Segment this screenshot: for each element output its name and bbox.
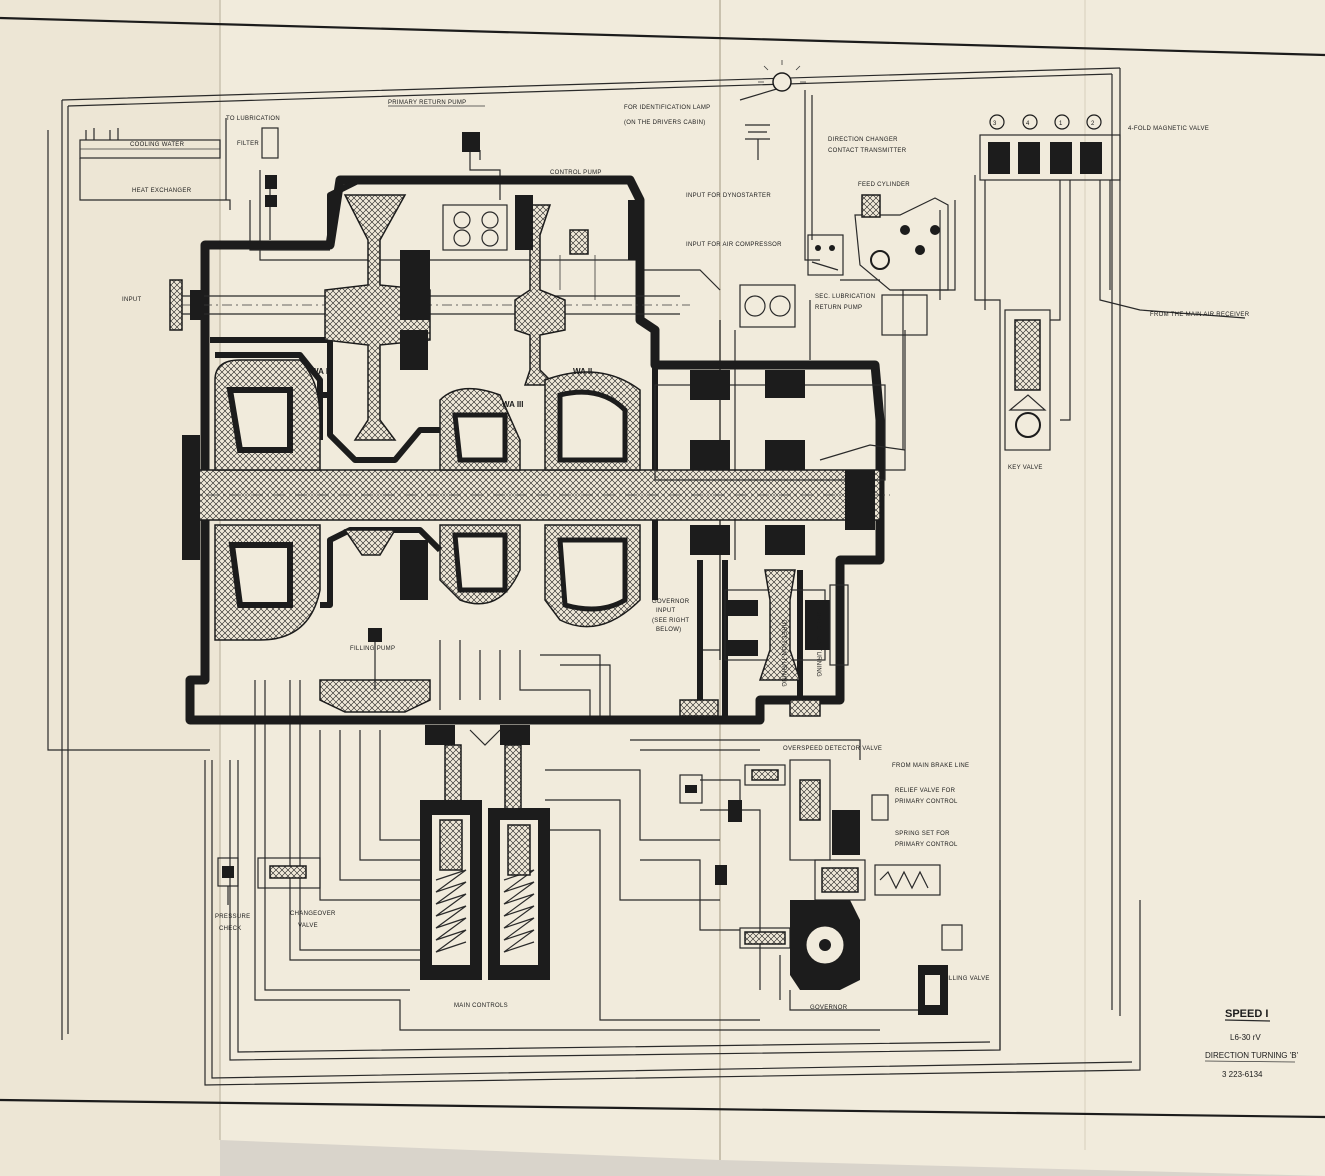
label-contact-transmitter: CONTACT TRANSMITTER	[828, 148, 907, 154]
input-shaft	[169, 279, 690, 331]
title-block: SPEED I L6-30 rV DIRECTION TURNING 'B' 3…	[1204, 1008, 1299, 1079]
pump-group	[442, 195, 589, 255]
main-shaft	[182, 435, 890, 560]
label-input: INPUT	[122, 297, 142, 303]
label-feed-cylinder: FEED CYLINDER	[858, 182, 910, 188]
label-wa3: WA III	[502, 400, 523, 409]
label-wa2: WA II	[573, 367, 592, 376]
title-speed: SPEED I	[1225, 1008, 1268, 1020]
primary-drive-wheel	[324, 194, 796, 441]
lubrication-filter	[261, 127, 480, 207]
label-direction-turning-right: DIRECTION TURNING	[815, 610, 821, 677]
valve-number-3: 3	[993, 121, 997, 127]
label-wa1: WA I	[311, 367, 328, 376]
label-governor-input-4: BELOW)	[656, 627, 681, 633]
label-return-pump: RETURN PUMP	[815, 305, 862, 311]
label-overspeed-detector: OVERSPEED DETECTOR VALVE	[783, 746, 882, 752]
main-controls-assembly	[420, 725, 550, 980]
label-changeover-valve-2: VALVE	[298, 923, 318, 929]
label-filter: FILTER	[237, 141, 259, 147]
label-spring-set: SPRING SET FOR	[895, 831, 950, 837]
key-valve-body	[1004, 309, 1051, 451]
changeover-valve-body	[257, 857, 321, 889]
valve-number-4: 4	[1026, 121, 1030, 127]
label-identification-lamp: FOR IDENTIFICATION LAMP	[624, 105, 710, 111]
label-governor-input-3: (SEE RIGHT	[652, 618, 689, 624]
label-sec-lubrication: SEC. LUBRICATION	[815, 294, 875, 300]
label-spring-set-primary: PRIMARY CONTROL	[895, 842, 958, 848]
label-input-dynostarter: INPUT FOR DYNOSTARTER	[686, 193, 771, 199]
label-key-valve: KEY VALVE	[1008, 465, 1043, 471]
gearbox	[654, 370, 906, 717]
label-pressure-check-2: CHECK	[219, 926, 242, 932]
identification-lamp	[745, 60, 806, 160]
filling-pump-assembly	[319, 628, 431, 713]
heat-exchanger	[79, 118, 231, 210]
piping-network	[47, 67, 1246, 1086]
governor-assembly	[679, 759, 963, 1015]
title-direction: DIRECTION TURNING 'B'	[1205, 1051, 1299, 1060]
label-relief-valve-primary: PRIMARY CONTROL	[895, 799, 958, 805]
valve-number-1: 1	[1059, 121, 1063, 127]
label-cooling-water: COOLING WATER	[130, 142, 185, 148]
label-governor-input-1: GOVERNOR	[652, 599, 690, 605]
label-main-air-receiver: FROM THE MAIN AIR RECEIVER	[1150, 312, 1250, 318]
label-identification-lamp-cabin: (ON THE DRIVERS CABIN)	[624, 120, 706, 126]
diagram-labels: PRIMARY RETURN PUMP TO LUBRICATION FILTE…	[122, 100, 1250, 1011]
label-direction-turning-left: DIRECTION TURNING	[780, 620, 786, 687]
title-model: L6-30 rV	[1230, 1033, 1261, 1042]
label-primary-return-pump: PRIMARY RETURN PUMP	[388, 100, 467, 106]
valve-number-2: 2	[1091, 121, 1095, 127]
label-relief-valve: RELIEF VALVE FOR	[895, 788, 956, 794]
label-governor-input-2: INPUT	[656, 608, 676, 614]
label-pressure-check: PRESSURE	[215, 914, 250, 920]
label-magnetic-valve: 4-FOLD MAGNETIC VALVE	[1128, 126, 1209, 132]
magnetic-valve-assembly	[979, 114, 1121, 181]
label-input-air-compressor: INPUT FOR AIR COMPRESSOR	[686, 242, 782, 248]
label-filling-valve: FILLING VALVE	[943, 976, 990, 982]
direction-changer-transmitter	[807, 234, 844, 276]
label-changeover-valve: CHANGEOVER	[290, 911, 336, 917]
label-heat-exchanger: HEAT EXCHANGER	[132, 188, 192, 194]
label-direction-changer: DIRECTION CHANGER	[828, 137, 898, 143]
title-drawing-number: 3 223-6134	[1222, 1070, 1263, 1079]
torque-converters	[214, 359, 641, 641]
label-main-controls: MAIN CONTROLS	[454, 1003, 508, 1009]
feed-cylinder-body	[854, 194, 949, 450]
label-main-brake-line: FROM MAIN BRAKE LINE	[892, 763, 969, 769]
label-filling-pump: FILLING PUMP	[350, 646, 395, 652]
label-control-pump: CONTROL PUMP	[550, 170, 602, 176]
pressure-check-valve	[217, 857, 239, 905]
label-governor: GOVERNOR	[810, 1005, 848, 1011]
label-to-lubrication: TO LUBRICATION	[226, 116, 280, 122]
